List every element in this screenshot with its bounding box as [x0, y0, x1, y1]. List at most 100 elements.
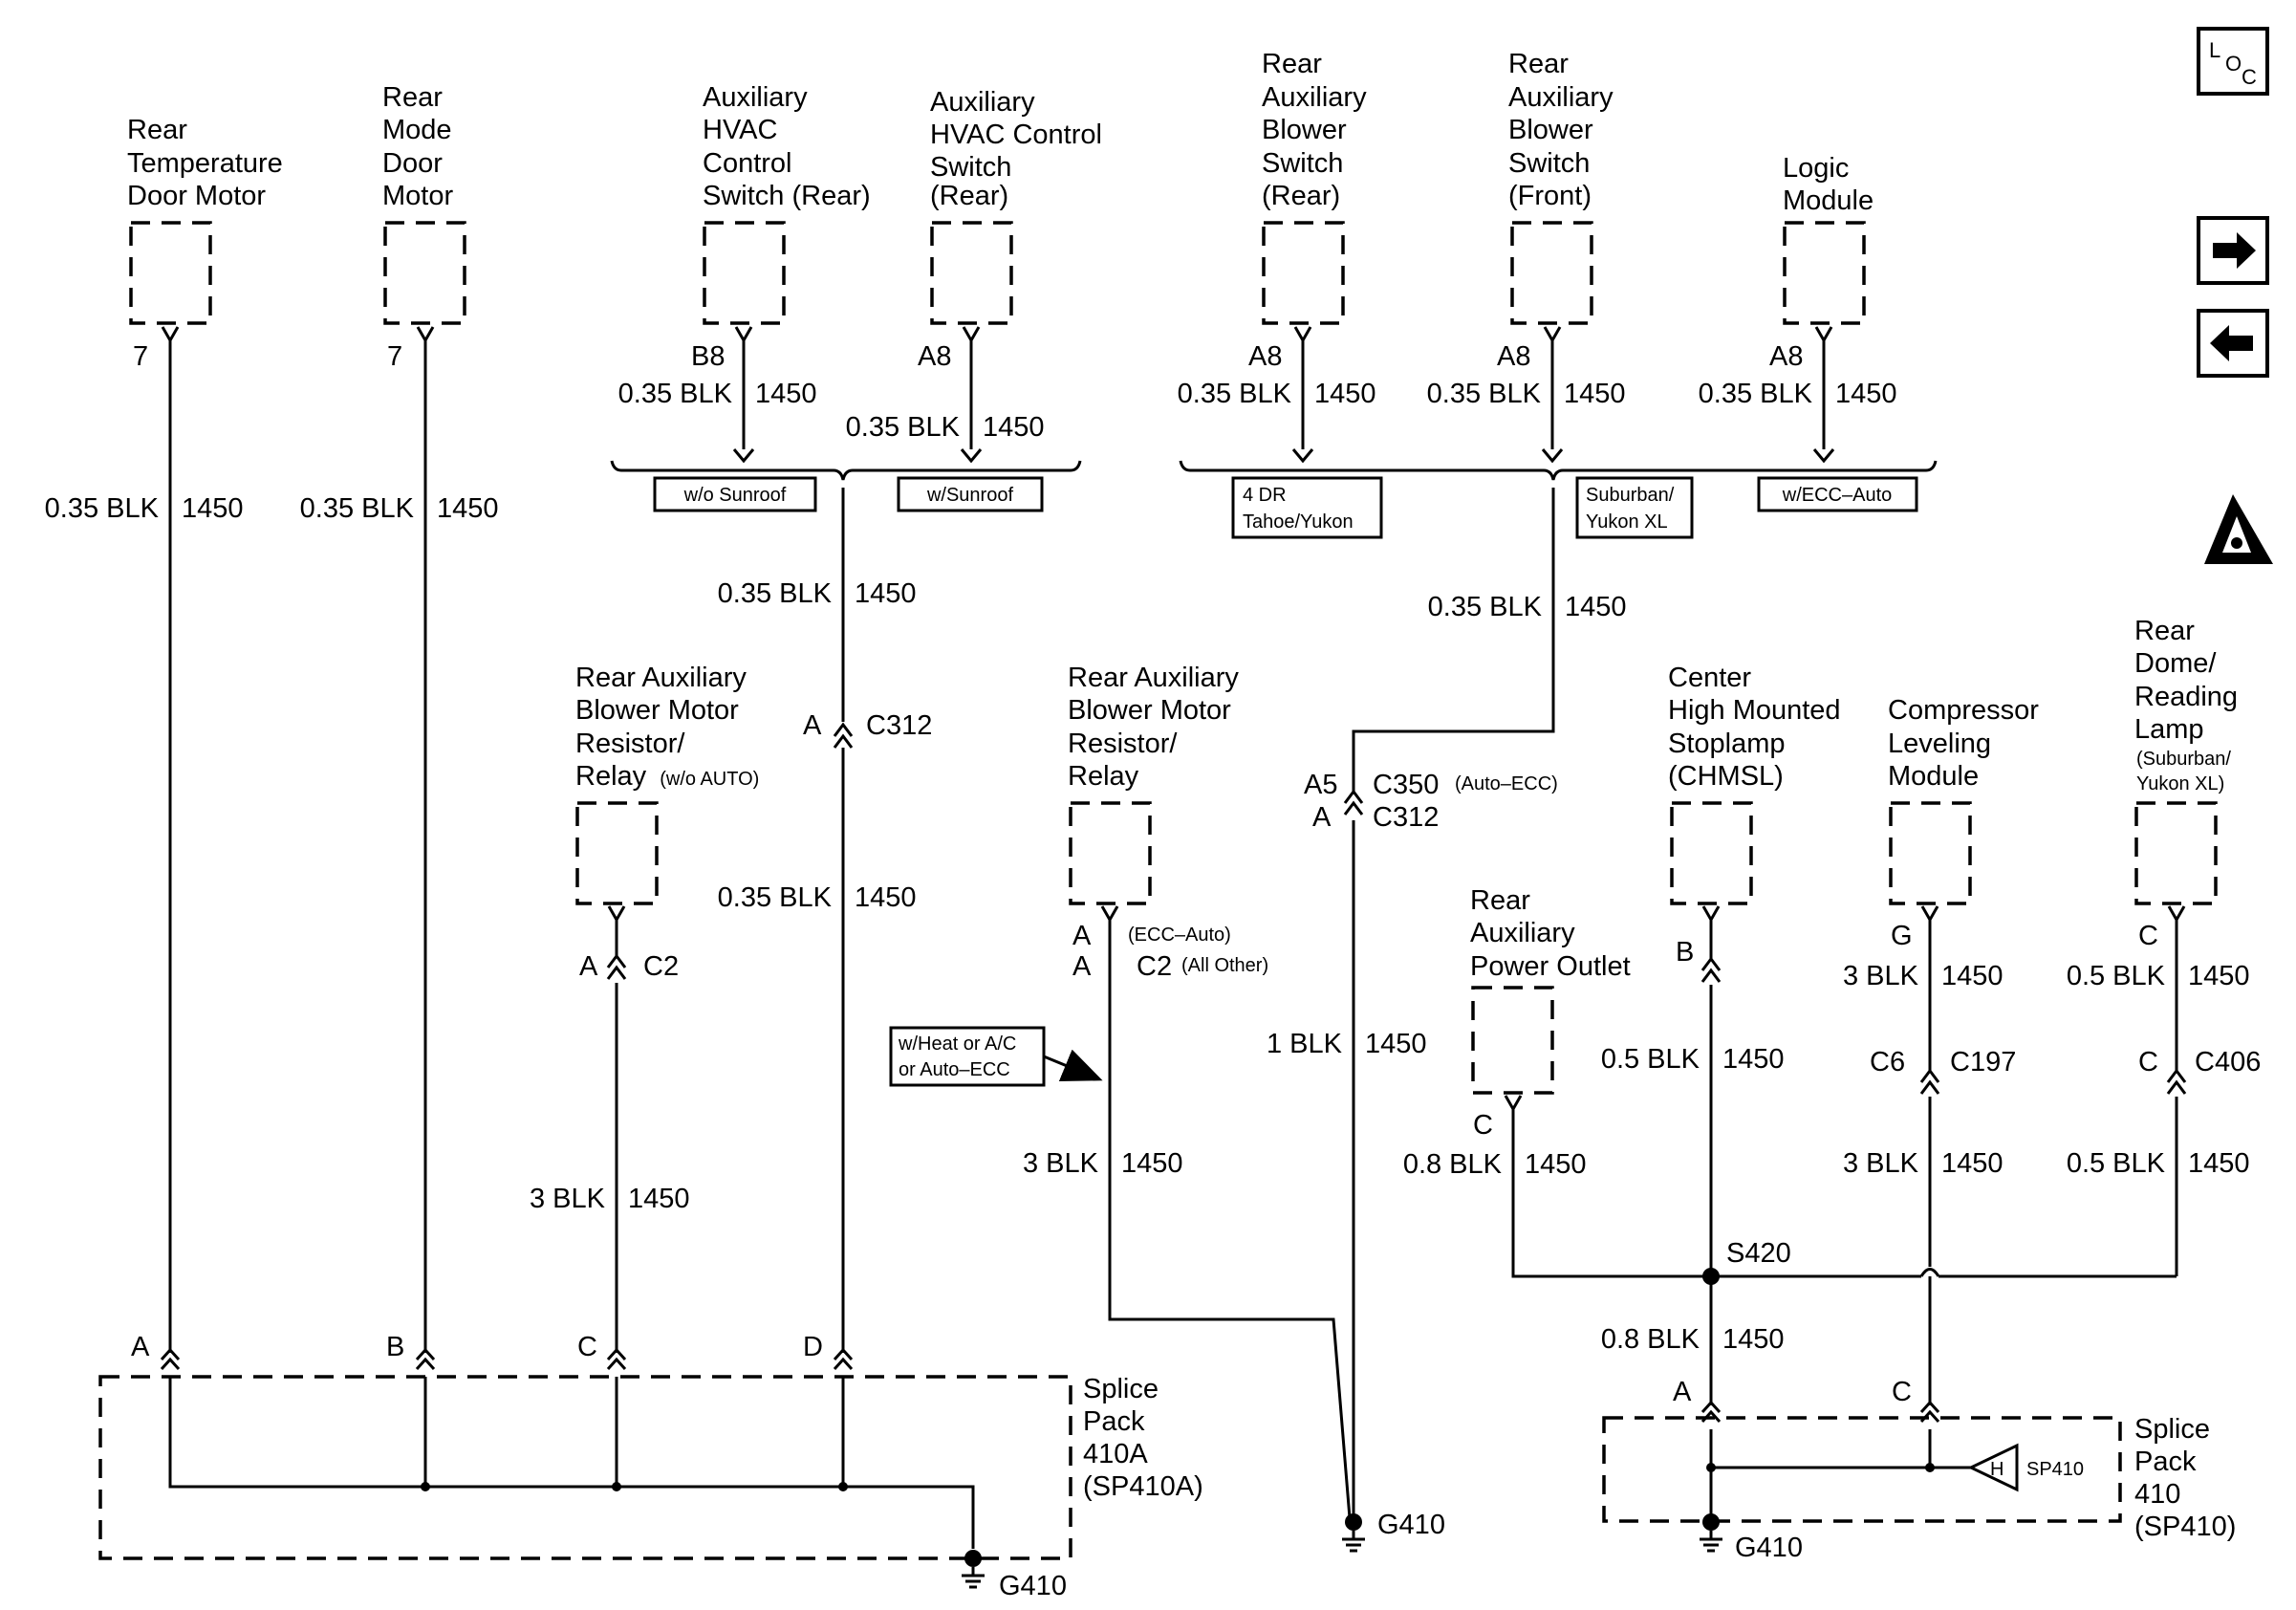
wire-gauge: 0.35 BLK: [1427, 379, 1542, 409]
splice-pin-b: B: [386, 1332, 404, 1362]
splice-dots: [421, 1268, 1935, 1491]
option-tahoe-line2: Tahoe/Yukon: [1243, 511, 1354, 533]
pin-labels: 7 7 B8 A8 A8 A8 A8 A B C D A C312 A C2 A…: [131, 341, 2261, 1601]
option-w-sunroof: w/Sunroof: [926, 485, 1013, 506]
pin-label: A8: [1248, 341, 1282, 372]
splice-pack-410-box: [1602, 1416, 2122, 1523]
wire-circuit: 1450: [2188, 961, 2250, 991]
wire-gauge: 1 BLK: [1267, 1029, 1343, 1059]
power-outlet-pin: C: [1473, 1110, 1493, 1141]
rear-mode-door-motor-label: Rear Mode Door Motor: [382, 82, 460, 211]
wire-circuit: 1450: [1722, 1044, 1785, 1075]
ground-symbols: [962, 1513, 1722, 1589]
connector-c312b: C312: [1373, 802, 1439, 833]
wire-gauge: 0.5 BLK: [1601, 1044, 1700, 1075]
wire-circuit: 1450: [755, 379, 817, 409]
splice-pin-d: D: [803, 1332, 823, 1362]
blower-switch-front-box: [1510, 221, 1593, 325]
wire-circuit: 1450: [1941, 961, 2004, 991]
connector-c312b-pin: A: [1312, 802, 1332, 833]
wire-circuit: 1450: [1314, 379, 1376, 409]
ground-icon: [1342, 1513, 1365, 1553]
connector-c312: C312: [866, 710, 932, 741]
ground-icon: [962, 1550, 985, 1589]
logic-module-label: Logic Module: [1783, 153, 1874, 216]
connector-c6: C6: [1870, 1047, 1905, 1077]
option-ecc-auto-box: [1757, 476, 1918, 512]
wire-circuit: 1450: [855, 882, 917, 913]
dome-lamp-pin: C: [2138, 921, 2158, 951]
connector-c406-pin: C: [2138, 1047, 2158, 1077]
wire-labels: 0.35 BLK 1450 0.35 BLK 1450 0.35 BLK 145…: [45, 379, 2250, 1355]
wire-circuit: 1450: [855, 578, 917, 609]
aux-hvac-switch-2-label: Auxiliary HVAC Control Switch (Rear): [930, 87, 1110, 211]
option-wo-sunroof: w/o Sunroof: [683, 485, 787, 506]
option-tahoe-box: [1231, 476, 1383, 539]
resistor-relay-2-box: [1069, 801, 1152, 905]
aux-hvac-switch-2-box: [930, 221, 1013, 325]
pin-label: 7: [133, 341, 148, 372]
wire-gauge: 0.35 BLK: [718, 578, 833, 609]
wire-gauge: 0.35 BLK: [618, 379, 733, 409]
power-outlet-label: Rear Auxiliary Power Outlet: [1470, 885, 1631, 982]
option-boxes: w/o Sunroof w/Sunroof 4 DR Tahoe/Yukon S…: [653, 476, 1918, 1087]
svg-text:O: O: [2225, 52, 2242, 76]
rear-temp-door-motor-label: Rear Temperature Door Motor: [127, 115, 291, 211]
ground-g410-a: G410: [999, 1571, 1067, 1601]
wire-gauge: 3 BLK: [1843, 1148, 1919, 1179]
all-other-pin-a: A: [1072, 951, 1092, 982]
aux-hvac-switch-1-box: [703, 221, 786, 325]
blower-switch-rear-box: [1262, 221, 1345, 325]
ecc-pin-a: A: [1072, 921, 1092, 951]
pin-label: A8: [918, 341, 951, 372]
wire-gauge: 0.5 BLK: [2067, 1148, 2166, 1179]
splice-pack-410-label: Splice Pack 410 (SP410): [2134, 1414, 2236, 1542]
ecc-note: (ECC–Auto): [1128, 925, 1231, 946]
wire-circuit: 1450: [628, 1184, 690, 1214]
wire-circuit: 1450: [1835, 379, 1897, 409]
splice-pin-a: A: [131, 1332, 150, 1362]
chmsl-box: [1670, 801, 1753, 905]
aux-hvac-switch-1-label: Auxiliary HVAC Control Switch (Rear): [703, 82, 871, 211]
next-page-arrow-icon[interactable]: [2197, 216, 2269, 285]
option-suburban-line1: Suburban/: [1586, 485, 1675, 506]
wire-gauge: 0.35 BLK: [718, 882, 833, 913]
sp410-pin-c: C: [1892, 1377, 1912, 1407]
esd-warning-icon: [2204, 494, 2273, 564]
component-names: Rear Temperature Door Motor Rear Mode Do…: [127, 49, 2238, 1542]
svg-text:L: L: [2209, 38, 2220, 62]
location-icon[interactable]: L O C: [2197, 27, 2269, 96]
wire-circuit: 1450: [1722, 1324, 1785, 1355]
wire-gauge: 0.5 BLK: [2067, 961, 2166, 991]
wire-circuit: 1450: [983, 412, 1045, 443]
pin-label: 7: [387, 341, 402, 372]
wire-gauge: 0.8 BLK: [1403, 1149, 1503, 1180]
chmsl-pin: B: [1676, 937, 1694, 968]
option-suburban-box: [1575, 476, 1694, 539]
connector-c312-pin: A: [803, 710, 822, 741]
wires: [168, 340, 2178, 1549]
option-wo-sunroof-box: [653, 476, 817, 512]
pin-label: B8: [691, 341, 725, 372]
wire-gauge: 0.35 BLK: [300, 493, 415, 524]
compressor-leveling-label: Compressor Leveling Module: [1888, 695, 2047, 792]
chmsl-label: Center High Mounted Stoplamp (CHMSL): [1668, 663, 1849, 792]
sp410-h-label: H: [1990, 1459, 2004, 1480]
option-tahoe-line1: 4 DR: [1243, 485, 1287, 506]
prev-page-arrow-icon[interactable]: [2197, 309, 2269, 378]
option-ecc-auto: w/ECC–Auto: [1782, 485, 1893, 506]
connector-terminals: [160, 326, 2187, 1424]
c350-note: (Auto–ECC): [1455, 773, 1558, 794]
splice-pack-410a-box: [98, 1375, 1072, 1560]
rear-temp-door-motor-box: [129, 221, 212, 325]
splice-pack-410a-label: Splice Pack 410A (SP410A): [1083, 1374, 1203, 1502]
rear-mode-door-motor-box: [383, 221, 466, 325]
sp410-tag: SP410: [2026, 1459, 2084, 1480]
option-heat-ac-line2: or Auto–ECC: [899, 1059, 1010, 1080]
compressor-leveling-box: [1889, 801, 1972, 905]
svg-text:C: C: [2242, 65, 2257, 89]
wire-circuit: 1450: [1941, 1148, 2004, 1179]
ground-icon: [1700, 1513, 1722, 1553]
power-outlet-box: [1471, 986, 1554, 1095]
